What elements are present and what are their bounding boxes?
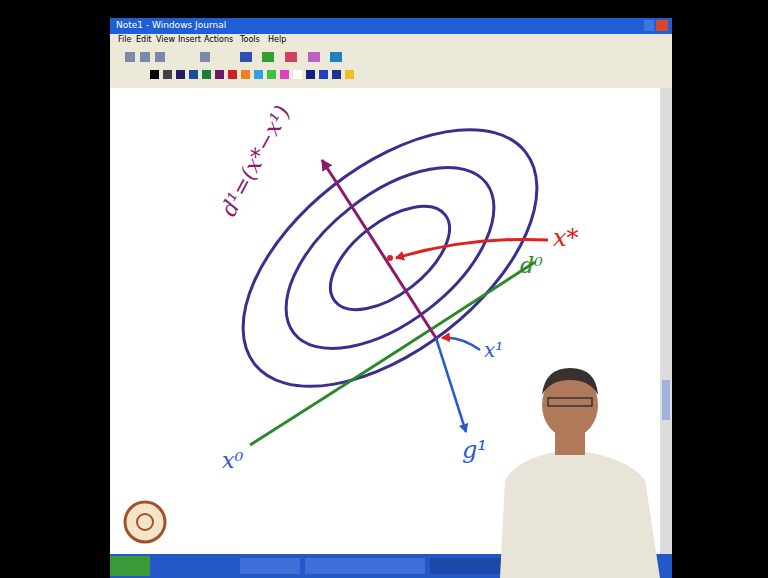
menu-item: Insert <box>178 36 201 44</box>
menu-item: Help <box>268 36 286 44</box>
menu-item: Tools <box>240 36 260 44</box>
presenter <box>500 368 660 578</box>
point-label: x¹ <box>484 340 503 360</box>
logo <box>125 502 165 542</box>
optimum-label: x* <box>553 226 579 250</box>
point-label: x⁰ <box>222 450 243 472</box>
gradient-arrow <box>436 338 466 432</box>
menu-item: Actions <box>204 36 233 44</box>
direction-label: d⁰ <box>520 255 543 277</box>
direction-arrow <box>322 160 436 338</box>
menu-item: Edit <box>136 36 152 44</box>
gradient-label: g¹ <box>462 438 487 462</box>
leader-line <box>442 338 480 350</box>
toolbar-icons <box>125 52 342 62</box>
palette <box>150 70 354 79</box>
menu-item: File <box>118 36 131 44</box>
window-title: Note1 - Windows Journal <box>116 21 226 30</box>
search-line <box>250 262 535 445</box>
menu-item: View <box>156 36 175 44</box>
contour-ellipses <box>198 80 582 437</box>
scrollbar <box>660 88 672 554</box>
title-bar <box>110 18 672 34</box>
app-window <box>110 18 672 578</box>
toolbar <box>110 46 672 86</box>
